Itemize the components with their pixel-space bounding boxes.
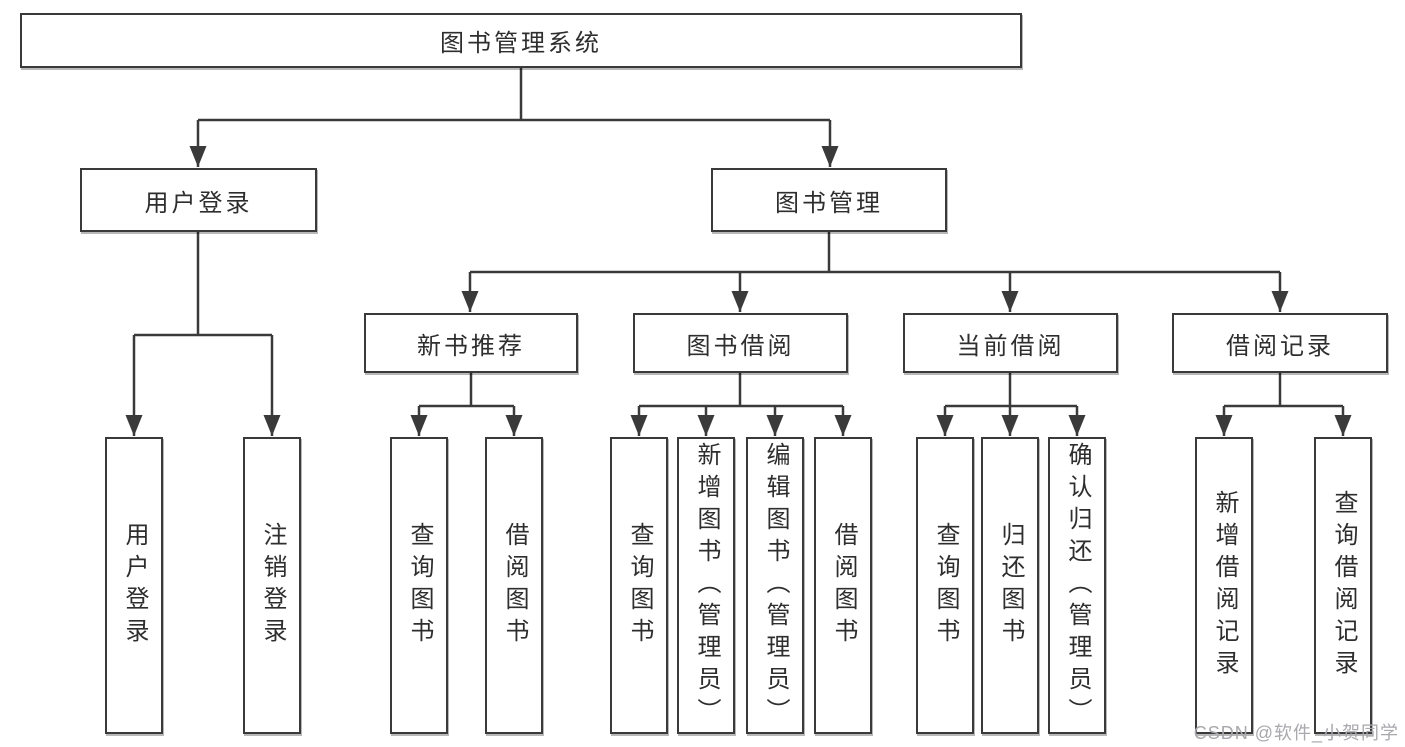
leaf-user-login-label: 用户登录 [121,521,148,650]
leaf-add-books-admin-label: 新增图书（管理员） [693,441,720,730]
leaf-user-login: 用户登录 [105,437,163,734]
leaf-borrow-books-recommend-label: 借阅图书 [501,521,528,650]
csdn-watermark: CSDN @软件_小贺同学 [1193,723,1399,743]
leaf-query-books-borrowing-label: 查询图书 [626,521,653,650]
leaf-query-borrow-record: 查询借阅记录 [1314,437,1372,734]
leaf-confirm-return-admin: 确认归还（管理员） [1048,437,1106,734]
leaf-query-books-recommend-label: 查询图书 [406,521,433,650]
node-user-login: 用户登录 [80,168,317,232]
node-borrowing-records: 借阅记录 [1172,313,1388,373]
node-library-system-label: 图书管理系统 [440,30,602,57]
node-new-book-recommendation-label: 新书推荐 [417,332,525,360]
leaf-add-books-admin: 新增图书（管理员） [677,437,735,734]
leaf-return-books-label: 归还图书 [997,521,1024,650]
node-book-borrowing-label: 图书借阅 [686,332,795,360]
leaf-edit-books-admin-label: 编辑图书（管理员） [762,441,789,730]
leaf-add-borrow-record: 新增借阅记录 [1195,437,1253,734]
leaf-borrow-books-recommend: 借阅图书 [485,437,543,734]
leaf-query-books-recommend: 查询图书 [390,437,448,734]
leaf-edit-books-admin: 编辑图书（管理员） [746,437,804,734]
leaf-logout-login: 注销登录 [243,437,301,734]
leaf-query-books-current: 查询图书 [916,437,974,734]
node-book-borrowing: 图书借阅 [633,313,848,373]
leaf-query-borrow-record-label: 查询借阅记录 [1330,489,1357,682]
node-borrowing-records-label: 借阅记录 [1226,332,1334,360]
node-new-book-recommendation: 新书推荐 [364,313,578,373]
node-book-management-label: 图书管理 [775,189,883,217]
node-book-management: 图书管理 [711,168,947,232]
leaf-logout-login-label: 注销登录 [259,521,286,650]
leaf-add-borrow-record-label: 新增借阅记录 [1211,489,1238,682]
leaf-borrow-books: 借阅图书 [814,437,872,734]
leaf-return-books: 归还图书 [981,437,1039,734]
node-user-login-label: 用户登录 [144,189,253,217]
leaf-borrow-books-label: 借阅图书 [830,521,857,650]
leaf-query-books-borrowing: 查询图书 [610,437,668,734]
node-library-system: 图书管理系统 [20,13,1022,68]
node-current-borrowing-label: 当前借阅 [956,332,1065,360]
leaf-confirm-return-admin-label: 确认归还（管理员） [1064,441,1091,730]
leaf-query-books-current-label: 查询图书 [932,521,959,650]
node-current-borrowing: 当前借阅 [903,313,1118,373]
